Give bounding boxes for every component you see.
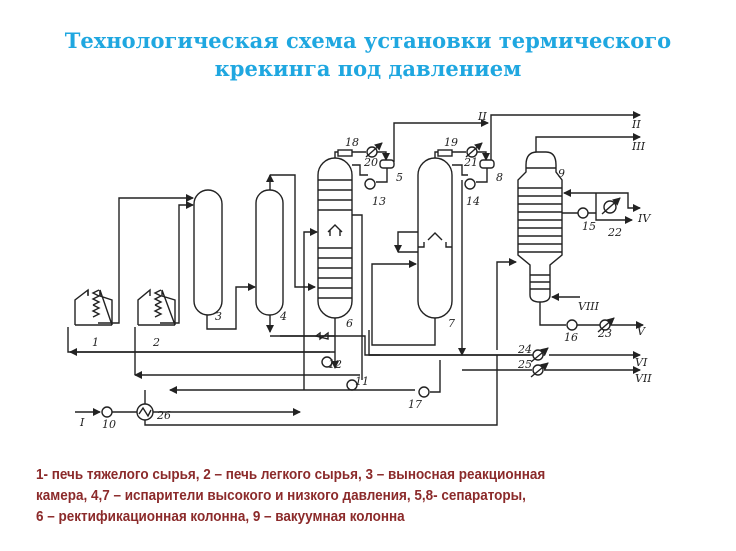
label-10: 10 [102, 418, 116, 431]
label-19: 19 [444, 136, 458, 149]
stream-label-VI: VI [635, 356, 648, 369]
pump-12 [321, 356, 333, 368]
label-9: 9 [558, 167, 565, 180]
pump-14 [464, 178, 476, 190]
label-6: 6 [346, 317, 353, 330]
label-20: 20 [363, 156, 378, 169]
condenser-19 [437, 149, 453, 157]
label-7: 7 [448, 317, 455, 330]
label-5: 5 [396, 171, 403, 184]
label-16: 16 [564, 331, 578, 344]
label-17: 17 [408, 398, 422, 411]
rectification-column-6 [317, 157, 353, 319]
label-26: 26 [156, 409, 171, 422]
furnace-2 [137, 201, 194, 326]
label-14: 14 [466, 195, 480, 208]
label-22: 22 [607, 226, 622, 239]
label-13: 13 [372, 195, 386, 208]
stream-label-V: V [637, 325, 646, 338]
stream-label-II: II [631, 118, 641, 131]
stream-label-VIII: VIII [578, 300, 600, 313]
label-11: 11 [355, 375, 369, 388]
label-21: 21 [463, 156, 478, 169]
pump-13 [364, 178, 376, 190]
stream-label-VII: VII [635, 372, 652, 385]
stream-label-IV: IV [637, 212, 651, 225]
stream-label-I: I [79, 416, 85, 429]
stream-label-III: III [631, 140, 646, 153]
label-2: 2 [152, 336, 160, 349]
legend-line-1: 1- печь тяжелого сырья, 2 – печь легкого… [36, 467, 546, 483]
separator-8 [479, 159, 495, 169]
pump-10 [101, 406, 113, 418]
evaporator-7 [417, 157, 453, 319]
condenser-18 [337, 149, 353, 157]
label-3: 3 [215, 310, 222, 323]
furnace-1 [74, 194, 194, 326]
evaporator-4 [255, 189, 284, 316]
diagram-title-line-2: крекинга под давлением [214, 56, 522, 81]
label-23: 23 [597, 327, 612, 340]
pump-15 [577, 207, 589, 219]
equipment-legend: 1- печь тяжелого сырья, 2 – печь легкого… [36, 465, 678, 528]
legend-line-3: 6 – ректификационная колонна, 9 – вакуум… [36, 509, 405, 525]
valve-icon [314, 331, 329, 341]
label-1: 1 [92, 336, 99, 349]
separator-5 [379, 159, 395, 169]
label-8: 8 [496, 171, 503, 184]
label-15: 15 [582, 220, 596, 233]
label-25: 25 [517, 358, 532, 371]
label-12: 12 [328, 358, 342, 371]
label-18: 18 [345, 136, 359, 149]
pump-16 [566, 319, 578, 331]
diagram-title-line-1: Технологическая схема установки термичес… [64, 28, 672, 53]
label-24: 24 [517, 343, 532, 356]
stream-label-II-top: II [477, 110, 487, 123]
reaction-chamber-3 [193, 189, 223, 316]
pump-17 [418, 386, 430, 398]
label-4: 4 [279, 310, 287, 323]
legend-line-2: камера, 4,7 – испарители высокого и низк… [36, 488, 526, 504]
vacuum-column-9 [517, 151, 563, 303]
